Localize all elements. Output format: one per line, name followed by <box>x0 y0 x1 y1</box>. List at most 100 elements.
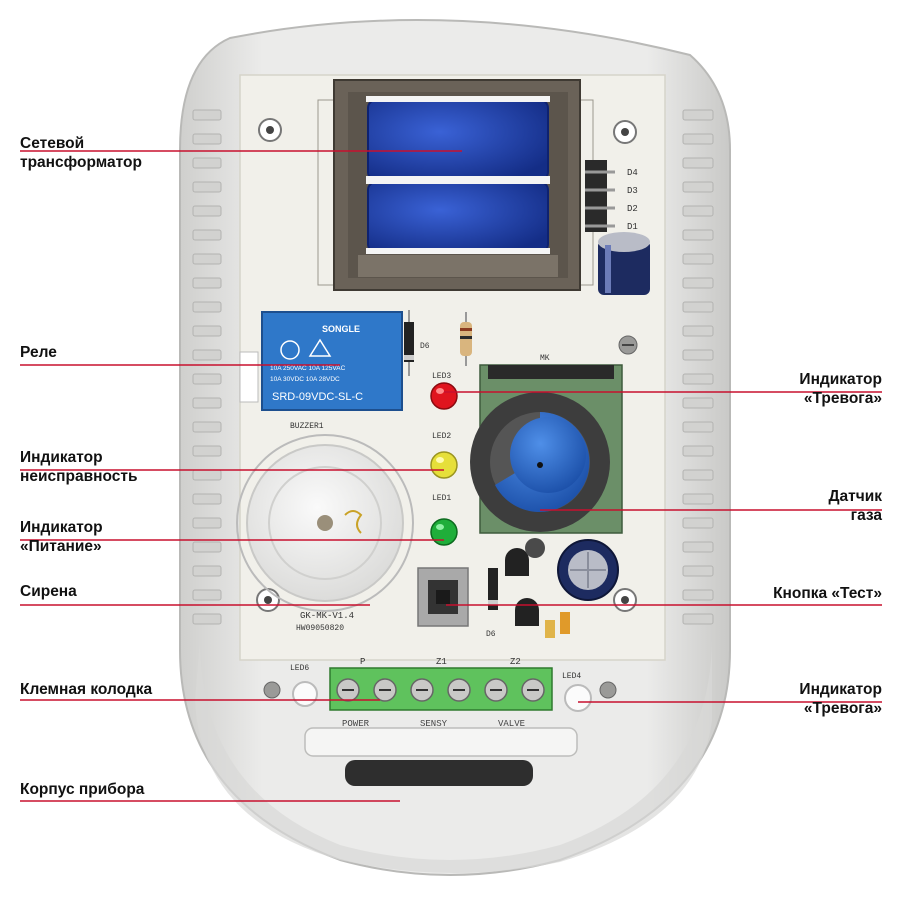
vent-slot <box>682 421 714 433</box>
capacitor-top <box>598 232 650 295</box>
gas-sensor-module: MK <box>470 354 623 534</box>
callout-text-line: газа <box>850 507 882 524</box>
capacitor-bottom <box>525 538 619 601</box>
board-code: HW09050820 <box>296 624 344 633</box>
callout-text-line: Кнопка «Тест» <box>773 585 882 602</box>
vent-slot <box>192 157 222 169</box>
callout-text-line: Сетевой <box>20 135 85 152</box>
callout-text-line: Клемная колодка <box>20 681 153 698</box>
label-d1: D1 <box>627 222 638 232</box>
bottom-diode-d6: D6 <box>486 568 498 639</box>
vent-slot <box>192 133 222 145</box>
screw-hole-top-left <box>258 118 282 142</box>
callout-text-line: Сирена <box>20 583 77 600</box>
callout-label-siren: Сирена <box>20 582 77 601</box>
housing-vents-right <box>682 109 714 625</box>
vent-slot <box>682 325 714 337</box>
terminal-screw <box>521 678 545 702</box>
label-d4: D4 <box>627 168 638 178</box>
callout-lines <box>20 150 882 802</box>
vent-slot <box>192 565 222 577</box>
relay-rating-1: 10A 250VAC 10A 125VAC <box>270 365 346 372</box>
vent-slot <box>682 253 714 265</box>
relay-model: SRD-09VDC-SL-C <box>272 391 363 403</box>
callout-label-relay: Реле <box>20 343 57 362</box>
label-d2: D2 <box>627 204 638 214</box>
vent-slot <box>682 133 714 145</box>
label-led4: LED4 <box>562 672 581 681</box>
vent-slot <box>192 517 222 529</box>
relay: SONGLE 10A 250VAC 10A 125VAC 10A 30VDC 1… <box>239 311 403 411</box>
callout-text-line: Корпус прибора <box>20 781 145 798</box>
callout-label-gas-sensor: Датчик газа <box>828 487 882 525</box>
vent-slot <box>682 517 714 529</box>
vent-slot <box>192 253 222 265</box>
callout-label-terminal-block: Клемная колодка <box>20 680 152 699</box>
callout-text-line: Индикатор <box>799 371 882 388</box>
callout-label-housing: Корпус прибора <box>20 780 144 799</box>
terminal-block: P Z1 Z2 POWER SENSY VALVE <box>329 657 553 729</box>
screw-hole-bottom-left <box>256 588 280 612</box>
diode-bridge: D4 D3 D2 D1 <box>585 160 638 232</box>
resistor <box>460 312 472 366</box>
label-z1: Z1 <box>436 657 447 667</box>
label-led6: LED6 <box>290 664 309 673</box>
diode-d6: D6 <box>404 310 430 376</box>
vent-slot <box>192 493 222 505</box>
label-z2: Z2 <box>510 657 521 667</box>
callout-text-line: «Питание» <box>20 538 102 555</box>
vent-slot <box>192 445 222 457</box>
callout-label-transformer: Сетевой трансформатор <box>20 134 142 172</box>
callout-label-alarm-led-bottom: Индикатор «Тревога» <box>799 680 882 718</box>
label-d6-bottom: D6 <box>486 630 496 639</box>
vent-slot <box>192 373 222 385</box>
vent-slot <box>682 445 714 457</box>
label-d3: D3 <box>627 186 638 196</box>
label-buzzer: BUZZER1 <box>290 422 324 431</box>
vent-slot <box>682 493 714 505</box>
label-mk: MK <box>540 354 550 363</box>
callout-text-line: Датчик <box>828 488 882 505</box>
vent-slot <box>192 205 222 217</box>
vent-slot <box>682 157 714 169</box>
label-p: P <box>360 657 365 667</box>
vent-slot <box>192 301 222 313</box>
vent-slot <box>192 229 222 241</box>
callout-text-line: Реле <box>20 344 57 361</box>
housing-vents-left <box>192 109 222 625</box>
mains-transformer <box>333 79 581 291</box>
callout-text-line: трансформатор <box>20 154 142 171</box>
small-caps <box>545 612 570 638</box>
vent-slot <box>192 277 222 289</box>
callout-label-power-led: Индикатор «Питание» <box>20 518 103 556</box>
vent-slot <box>682 181 714 193</box>
terminal-screw <box>336 678 360 702</box>
vent-slot <box>682 301 714 313</box>
vent-slot <box>682 565 714 577</box>
vent-slot <box>192 109 222 121</box>
vent-slot <box>682 277 714 289</box>
vent-slot <box>192 613 222 625</box>
terminal-screw <box>410 678 434 702</box>
vent-slot <box>192 181 222 193</box>
vent-slot <box>682 541 714 553</box>
power-led-green: LED1 <box>430 494 458 546</box>
callout-text-line: Индикатор <box>20 519 103 536</box>
relay-brand: SONGLE <box>322 324 360 334</box>
callout-label-alarm-led-top: Индикатор «Тревога» <box>799 370 882 408</box>
vent-slot <box>682 613 714 625</box>
screw-hole-bottom-right <box>613 588 637 612</box>
label-d6-top: D6 <box>420 342 430 351</box>
terminal-screw <box>447 678 471 702</box>
board-model: GK-MK-V1.4 <box>300 611 354 621</box>
screw-hole-top-right <box>613 120 637 144</box>
vent-slot <box>192 541 222 553</box>
terminal-screw <box>484 678 508 702</box>
terminal-screw <box>373 678 397 702</box>
siren-buzzer: BUZZER1 GK-MK-V1.4 HW09050820 <box>236 422 414 633</box>
vent-slot <box>682 205 714 217</box>
housing-slot <box>304 727 578 786</box>
callout-label-test-button: Кнопка «Тест» <box>773 584 882 603</box>
vent-slot <box>682 397 714 409</box>
